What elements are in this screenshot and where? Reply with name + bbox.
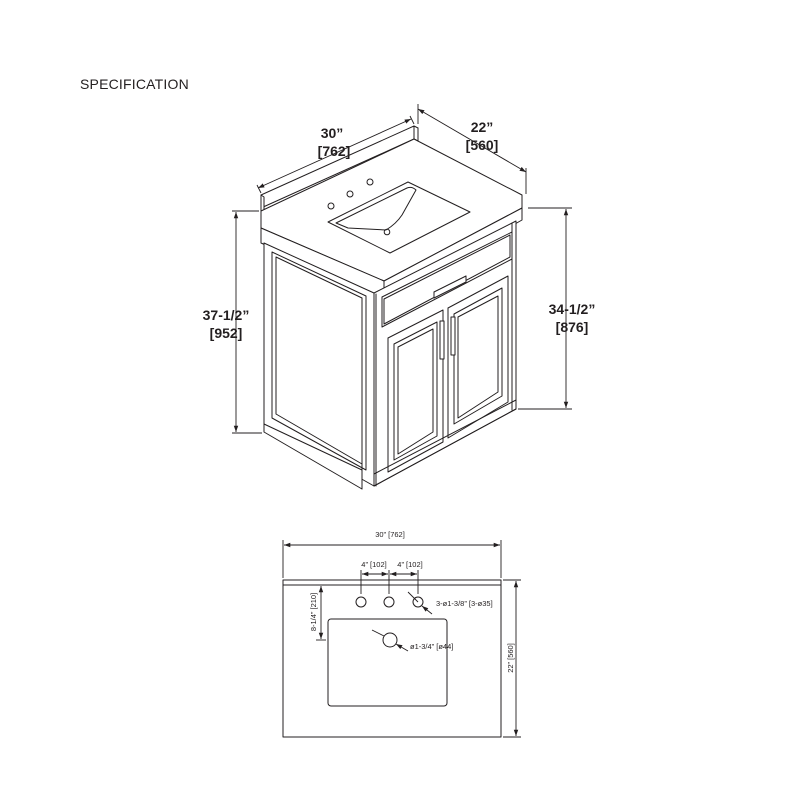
countertop-top-view [282, 579, 502, 738]
drain-leader [371, 629, 409, 652]
cabinet-height-dimension [518, 207, 572, 410]
right-door-handle [450, 316, 456, 356]
cabinet-height-label-mm: [876] [556, 319, 589, 335]
left-door-handle [439, 320, 445, 360]
top-width-dimension [282, 540, 502, 578]
left-door [387, 309, 445, 473]
faucet-hole-right [412, 596, 424, 608]
faucet-hole-leader [407, 591, 433, 615]
top-depth-label: 22” [560] [506, 643, 515, 673]
depth-label-mm: [560] [466, 137, 499, 153]
hole-spacing-left-label: 4” [102] [361, 560, 386, 569]
top-depth-dimension [503, 579, 521, 738]
total-height-dimension [232, 210, 262, 434]
width-dimension [256, 115, 415, 194]
sink-outline [327, 618, 448, 707]
cabinet-height-label-inch: 34-1/2” [549, 301, 596, 317]
hole-spacing-dimension [360, 570, 419, 594]
depth-label-inch: 22” [471, 119, 494, 135]
faucet-holes-label: 3-ø1-3/8” [3-ø35] [436, 599, 493, 608]
faucet-hole-left [355, 596, 367, 608]
drain-label: ø1-3/4” [ø44] [410, 642, 453, 651]
total-height-label-inch: 37-1/2” [203, 307, 250, 323]
page-title: SPECIFICATION [80, 76, 189, 92]
top-width-label: 30” [762] [375, 530, 405, 539]
sink-offset-dimension [316, 584, 326, 641]
drawer-front [381, 231, 513, 328]
width-label-mm: [762] [318, 143, 351, 159]
hole-spacing-right-label: 4” [102] [397, 560, 422, 569]
sink-offset-label: 8-1/4” [210] [309, 593, 318, 631]
depth-dimension [417, 104, 527, 194]
right-door [447, 275, 509, 439]
drain-hole [382, 632, 398, 648]
faucet-hole-center [383, 596, 395, 608]
vanity-isometric [260, 125, 523, 490]
width-label-inch: 30” [321, 125, 344, 141]
total-height-label-mm: [952] [210, 325, 243, 341]
